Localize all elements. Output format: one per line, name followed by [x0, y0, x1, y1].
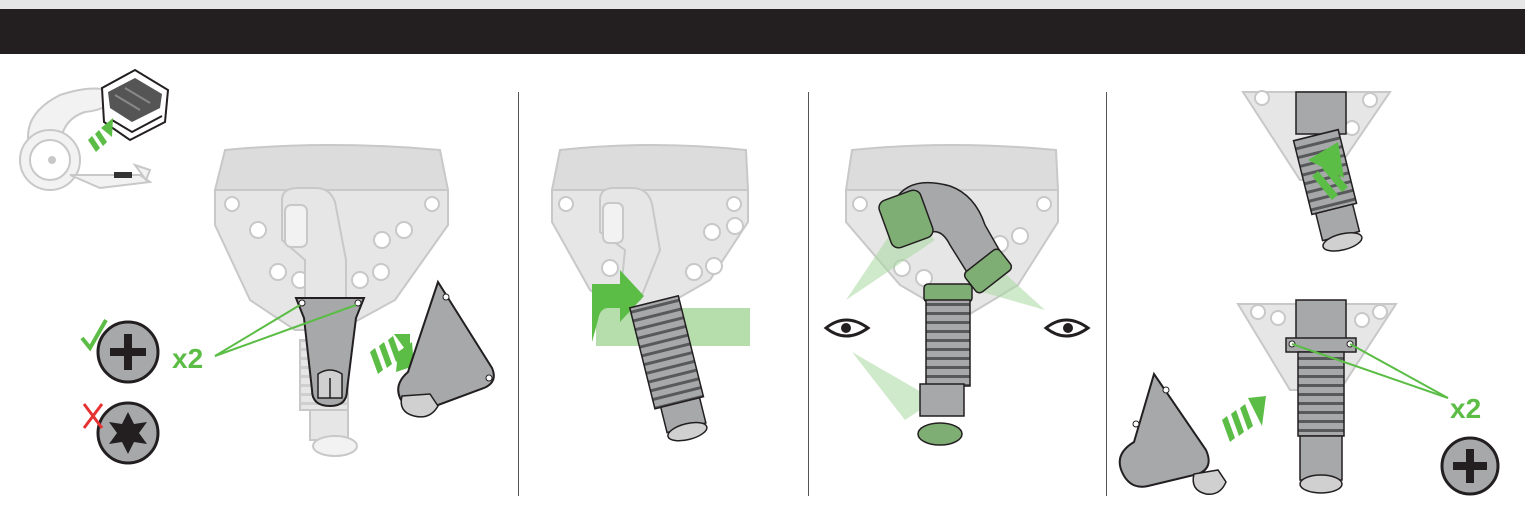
phillips-screw-icon — [98, 322, 158, 382]
screw-count-label: x2 — [1450, 393, 1481, 424]
panel-4-refit-hose-and-cover: x2 — [1120, 91, 1498, 494]
hose — [1286, 300, 1356, 493]
panel-2-pull-hose — [552, 145, 750, 446]
hose — [918, 284, 972, 445]
cross-icon — [84, 404, 102, 428]
panel-1-remove-cover: x2 — [20, 70, 494, 463]
eye-icon — [1046, 320, 1088, 336]
screw-count-label: x2 — [172, 343, 203, 374]
phillips-screw-icon — [1442, 438, 1498, 494]
removed-cover — [1120, 374, 1226, 494]
torx-screw-icon — [98, 403, 158, 463]
machine-body-ghost — [552, 145, 748, 320]
arrow-icon — [1222, 396, 1266, 442]
arrow-icon — [370, 334, 414, 374]
arrow-icon — [88, 118, 113, 152]
eye-icon — [826, 320, 868, 336]
panel-3-inspect-hose — [826, 145, 1088, 445]
